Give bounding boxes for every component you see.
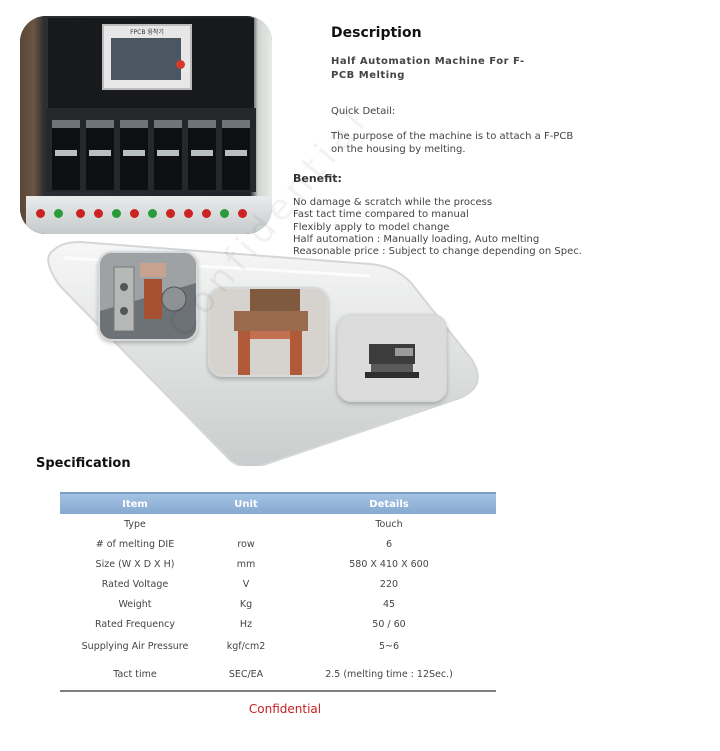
- spec-item: Rated Frequency: [95, 618, 175, 630]
- benefit-item: Half automation : Manually loading, Auto…: [293, 233, 540, 245]
- spec-item: Size (W X D X H): [95, 558, 175, 570]
- spec-item: Weight: [118, 598, 152, 610]
- spec-unit: kgf/cm2: [226, 640, 266, 652]
- button-base: [26, 196, 272, 234]
- column-header-unit: Unit: [210, 492, 282, 514]
- spec-unit: Hz: [239, 618, 253, 630]
- column-header-item: Item: [60, 492, 210, 514]
- spec-unit: row: [237, 538, 255, 550]
- spec-item: Rated Voltage: [101, 578, 169, 590]
- spec-details: 580 X 410 X 600: [349, 558, 429, 570]
- description-heading: Description: [331, 25, 422, 41]
- table-row: Rated Frequency Hz 50 / 60: [60, 614, 496, 634]
- spec-item: Tact time: [60, 658, 210, 692]
- specification-heading: Specification: [36, 456, 131, 471]
- spec-unit: mm: [236, 558, 256, 570]
- spec-details: 5~6: [378, 640, 400, 652]
- spec-item: Supplying Air Pressure: [81, 640, 189, 652]
- melting-modules: [46, 108, 256, 192]
- hmi-label: FPCB 융착기: [130, 29, 164, 36]
- table-row: Type Touch: [60, 514, 496, 534]
- benefit-item: Fast tact time compared to manual: [293, 209, 469, 221]
- spec-details: 2.5 (melting time : 12Sec.): [282, 658, 496, 692]
- table-row: Weight Kg 45: [60, 594, 496, 614]
- column-header-details: Details: [282, 492, 496, 514]
- spec-details: 6: [385, 538, 393, 550]
- machine-photo: FPCB 융착기: [20, 16, 272, 234]
- detail-image-melting-head: [208, 287, 328, 377]
- emergency-stop-icon: [176, 60, 185, 69]
- table-row: Rated Voltage V 220: [60, 574, 496, 594]
- benefit-item: Reasonable price : Subject to change dep…: [293, 246, 582, 258]
- spec-unit: Kg: [239, 598, 253, 610]
- benefit-item: Flexibly apply to model change: [293, 221, 450, 233]
- benefit-heading: Benefit:: [293, 172, 342, 185]
- machine-title: Half Automation Machine For F-PCB Meltin…: [331, 56, 525, 81]
- spec-unit: V: [242, 578, 250, 590]
- purpose-text: The purpose of the machine is to attach …: [331, 131, 574, 155]
- benefit-item: No damage & scratch while the process: [293, 197, 493, 208]
- benefit-list: No damage & scratch while the process Fa…: [293, 197, 582, 258]
- table-row: Size (W X D X H) mm 580 X 410 X 600: [60, 554, 496, 574]
- spec-details: Touch: [375, 518, 403, 530]
- spec-item: # of melting DIE: [95, 538, 175, 550]
- spec-unit: [210, 514, 282, 534]
- spec-unit: SEC/EA: [210, 658, 282, 692]
- confidential-label: Confidential: [248, 702, 322, 716]
- table-row: Supplying Air Pressure kgf/cm2 5~6: [60, 634, 496, 658]
- hmi-touch-screen: FPCB 융착기: [102, 24, 192, 90]
- spec-details: 50 / 60: [372, 618, 406, 630]
- table-header-row: Item Unit Details: [60, 492, 496, 514]
- table-row: # of melting DIE row 6: [60, 534, 496, 554]
- quick-detail-label: Quick Detail:: [331, 106, 396, 117]
- spec-details: 45: [382, 598, 396, 610]
- detail-image-bracket: [337, 314, 447, 402]
- specification-table: Item Unit Details Type Touch # of meltin…: [60, 492, 496, 692]
- spec-details: 220: [379, 578, 399, 590]
- table-row: Tact time SEC/EA 2.5 (melting time : 12S…: [60, 658, 496, 692]
- spec-item: Type: [124, 518, 146, 530]
- detail-image-clamp: [98, 251, 198, 341]
